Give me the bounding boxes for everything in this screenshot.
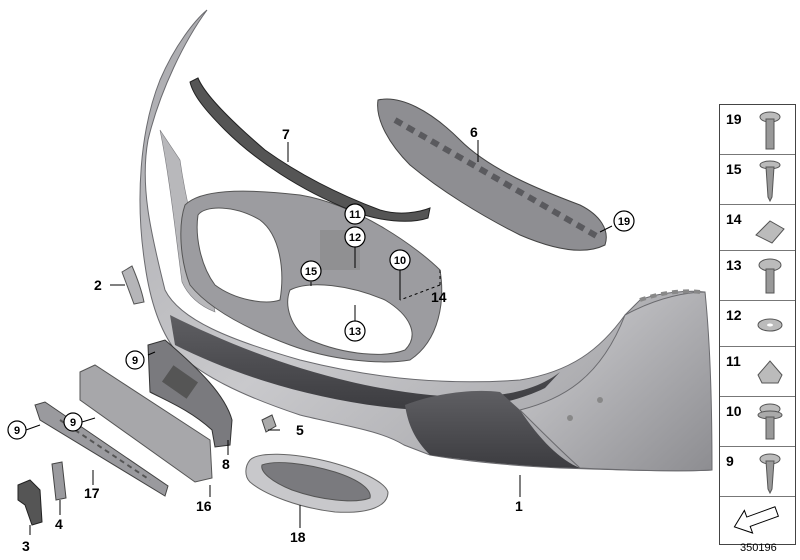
callout-13: 13 (344, 320, 366, 342)
legend-item-10: 10 (720, 397, 795, 447)
svg-text:12: 12 (349, 232, 361, 244)
svg-text:11: 11 (349, 209, 361, 221)
callout-18: 18 (290, 529, 306, 545)
callout-7: 7 (282, 126, 290, 142)
torx-screw-icon (759, 111, 781, 150)
callout-9-c: 9 (7, 420, 27, 440)
svg-text:9: 9 (14, 425, 20, 437)
air-duct-insert (245, 453, 389, 513)
svg-text:10: 10 (394, 255, 406, 267)
callout-14: 14 (431, 289, 447, 305)
clip-5 (261, 414, 277, 433)
callout-2: 2 (94, 277, 102, 293)
tapping-screw-icon (759, 453, 781, 495)
bumper-carrier (377, 98, 607, 251)
svg-text:9: 9 (132, 355, 138, 367)
reference-number: 350196 (740, 542, 777, 554)
screw-with-washer-icon (758, 258, 782, 294)
svg-text:19: 19 (618, 216, 630, 228)
legend-item-13: 13 (720, 251, 795, 301)
callout-6: 6 (470, 124, 478, 140)
circled-callouts: 9 9 9 10 11 12 13 15 19 (7, 203, 635, 440)
callout-16: 16 (196, 498, 212, 514)
svg-text:9: 9 (70, 417, 76, 429)
callout-17: 17 (84, 485, 100, 501)
callout-8: 8 (222, 456, 230, 472)
licence-plate-base (79, 364, 213, 483)
legend-item-14: 14 (720, 205, 795, 251)
leader-lines (25, 140, 613, 535)
seal-strip (189, 77, 431, 222)
legend-item-19: 19 (720, 105, 795, 155)
callout-12: 12 (344, 226, 366, 248)
bracket-4 (51, 461, 67, 501)
callout-15: 15 (300, 260, 322, 282)
callout-10: 10 (389, 249, 411, 271)
callout-3: 3 (22, 538, 30, 554)
spring-nut-icon (755, 220, 785, 244)
callout-11: 11 (344, 203, 366, 225)
callout-1: 1 (515, 498, 523, 514)
svg-text:15: 15 (305, 266, 317, 278)
callout-9-a: 9 (125, 350, 145, 370)
svg-text:13: 13 (349, 326, 361, 338)
legend-item-11: 11 (720, 347, 795, 397)
legend-item-arrow (720, 497, 795, 544)
legend-item-12: 12 (720, 301, 795, 347)
callout-9-b: 9 (63, 412, 83, 432)
washer-icon (757, 318, 783, 332)
callout-5: 5 (296, 422, 304, 438)
legend-item-9: 9 (720, 447, 795, 497)
fastener-legend: 19 15 14 13 12 11 10 9 (719, 104, 796, 545)
collar-screw-icon (757, 403, 783, 440)
licence-plate-bracket (147, 339, 233, 448)
callout-4: 4 (55, 516, 63, 532)
arrow-pointer-icon (733, 506, 780, 534)
callout-labels: 1 2 3 4 5 6 7 8 14 16 17 18 (22, 124, 523, 554)
bracket-2 (121, 265, 145, 305)
callout-19: 19 (613, 210, 635, 232)
bracket-3 (17, 479, 43, 526)
expanding-nut-icon (757, 360, 783, 384)
legend-item-15: 15 (720, 155, 795, 205)
self-tapping-screw-icon (759, 160, 781, 203)
